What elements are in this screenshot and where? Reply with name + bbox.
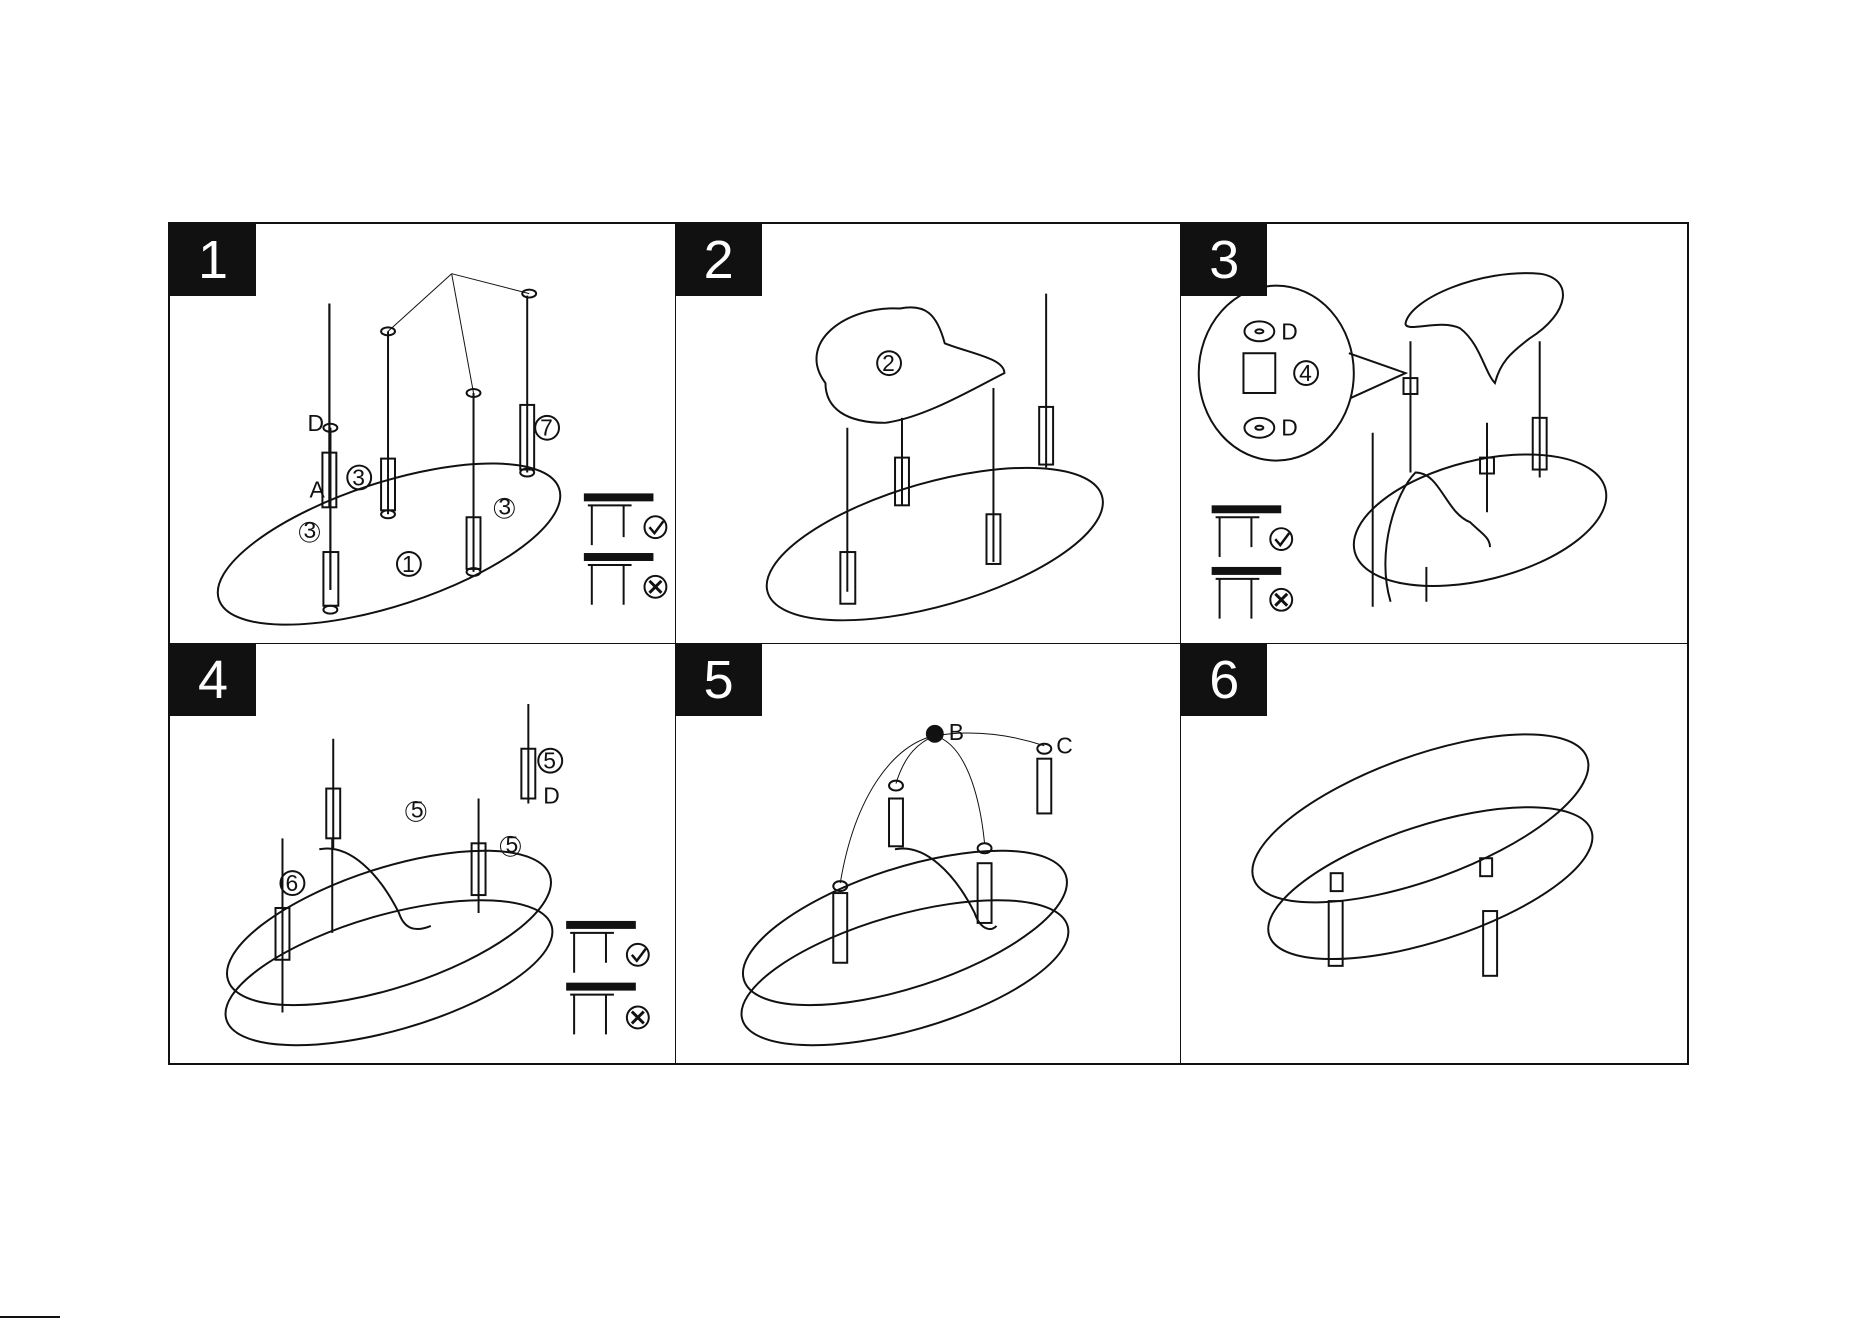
step-number: 3	[1181, 224, 1267, 296]
x-circle-icon	[627, 1006, 649, 1028]
part-5-label: 5	[543, 747, 556, 773]
bottom-glass-shelf	[750, 437, 1118, 643]
step-number: 1	[170, 224, 256, 296]
bottom-glass-shelf	[726, 870, 1083, 1063]
part-6-label: 6	[285, 870, 298, 896]
leg-tube	[1037, 758, 1051, 813]
x-circle-icon	[645, 576, 667, 598]
part-5-label: 5	[505, 831, 518, 857]
check-circle-icon	[627, 943, 649, 965]
leg-tube	[889, 798, 903, 846]
letter-d-label: D	[1282, 318, 1299, 344]
check-circle-icon	[645, 516, 667, 538]
incorrect-fit-diagram	[1212, 567, 1293, 619]
x-circle-icon	[1271, 589, 1293, 611]
step-5-panel: 5 B C	[676, 644, 1182, 1064]
letter-a-label: A	[310, 476, 326, 502]
letter-c-label: C	[1056, 732, 1073, 758]
part-3-label: 3	[352, 464, 365, 490]
correct-fit-diagram	[566, 920, 649, 972]
correct-fit-diagram	[584, 493, 667, 545]
step-number: 4	[170, 644, 256, 716]
letter-d-label: D	[1282, 415, 1299, 441]
assembly-instructions-sheet: 1	[168, 222, 1689, 1065]
leg-tube	[833, 893, 847, 963]
correct-fit-diagram	[1212, 505, 1293, 557]
incorrect-fit-diagram	[566, 982, 649, 1034]
step-3-panel: 3 D 4 D	[1181, 224, 1687, 644]
incorrect-fit-diagram	[584, 553, 667, 605]
step-2-panel: 2 2	[676, 224, 1182, 644]
bottom-glass-shelf	[210, 870, 567, 1063]
part-7-label: 7	[540, 415, 553, 441]
step-4-panel: 4 5 5 5 6 D	[170, 644, 676, 1064]
middle-glass-shelf	[725, 818, 1084, 1036]
letter-d-label: D	[308, 410, 325, 436]
part-5-label: 5	[411, 796, 424, 822]
step-number: 6	[1181, 644, 1267, 716]
top-glass-shelf	[1233, 699, 1609, 936]
letter-b-label: B	[948, 718, 963, 744]
part-3-label: 3	[498, 493, 511, 519]
part-3-label: 3	[304, 517, 317, 543]
step-6-panel: 6	[1181, 644, 1687, 1064]
screw-cap-b	[926, 724, 944, 742]
step-1-panel: 1	[170, 224, 676, 644]
footer-rule	[0, 1316, 60, 1318]
bottom-glass-shelf	[200, 430, 578, 642]
check-circle-icon	[1271, 528, 1293, 550]
leg-tube	[1329, 901, 1343, 966]
middle-glass-shelf	[816, 307, 1004, 423]
step-number: 5	[676, 644, 762, 716]
part-1-label: 1	[402, 551, 415, 577]
leg-tube	[977, 863, 991, 923]
cutout-edge	[895, 848, 997, 929]
part-4-label: 4	[1299, 360, 1312, 386]
letter-d-label: D	[543, 782, 560, 808]
part-2-label: 2	[882, 350, 895, 376]
step-number: 2	[676, 224, 762, 296]
